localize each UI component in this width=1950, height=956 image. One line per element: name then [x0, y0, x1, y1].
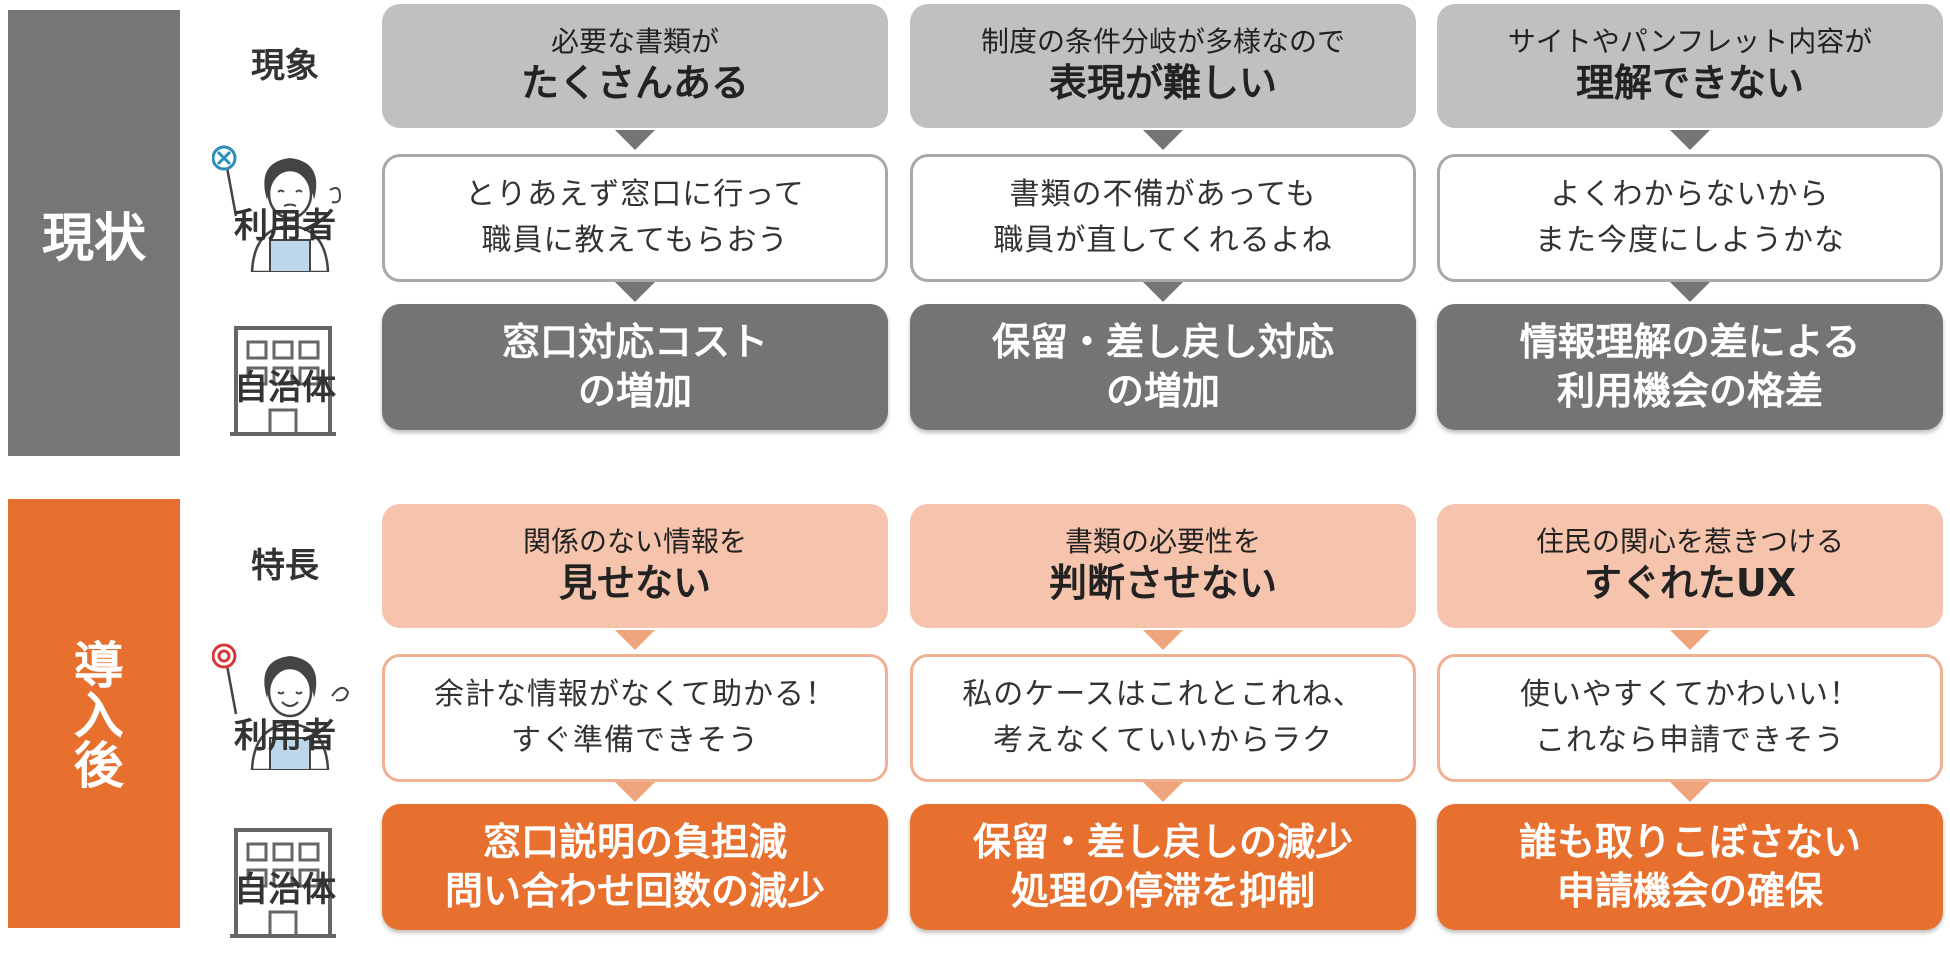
result-line2: 処理の停滞を抑制: [1010, 869, 1315, 913]
section-label-current: 現状: [8, 10, 180, 456]
user-voice-line2: これなら申請できそう: [1535, 723, 1845, 758]
down-arrow-icon: [1143, 630, 1183, 650]
user-voice-line2: 考えなくていいからラク: [992, 723, 1334, 758]
row-label-municipality: 自治体: [234, 368, 336, 408]
down-arrow-icon: [1670, 630, 1710, 650]
municipality-result-box: 誰も取りこぼさない 申請機会の確保: [1437, 804, 1943, 930]
user-voice-box: 使いやすくてかわいい！ これなら申請できそう: [1437, 654, 1943, 782]
user-voice-line2: すぐ準備できそう: [511, 723, 759, 758]
feature-box: 住民の関心を惹きつける すぐれたUX: [1437, 504, 1943, 628]
user-voice-line1: よくわからないから: [1550, 176, 1830, 212]
user-voice-line1: とりあえず窓口に行って: [465, 176, 805, 212]
feature-box: 関係のない情報を 見せない: [382, 504, 888, 628]
section-label-text: 現状: [41, 208, 146, 269]
building-icon: [230, 326, 336, 436]
user-voice-box: 余計な情報がなくて助かる！ すぐ準備できそう: [382, 654, 888, 782]
feature-line2: 判断させない: [1048, 560, 1277, 605]
user-voice-line1: 私のケースはこれとこれね、: [962, 676, 1364, 712]
result-line2: 問い合わせ回数の減少: [444, 869, 825, 913]
down-arrow-icon: [1670, 282, 1710, 302]
feature-box: 書類の必要性を 判断させない: [910, 504, 1416, 628]
municipality-result-box: 保留・差し戻し対応 の増加: [910, 304, 1416, 430]
user-with-circle-sign-icon: [212, 643, 350, 770]
down-arrow-icon: [1143, 782, 1183, 802]
result-line1: 誰も取りこぼさない: [1518, 819, 1861, 864]
municipality-result-box: 保留・差し戻しの減少 処理の停滞を抑制: [910, 804, 1416, 930]
down-arrow-icon: [615, 782, 655, 802]
result-line1: 保留・差し戻しの減少: [972, 819, 1353, 864]
phenomenon-line1: 制度の条件分岐が多様なので: [980, 24, 1345, 58]
phenomenon-line1: 必要な書類が: [550, 24, 719, 58]
user-voice-line1: 余計な情報がなくて助かる！: [433, 676, 837, 712]
municipality-result-box: 情報理解の差による 利用機会の格差: [1437, 304, 1943, 430]
user-voice-line1: 書類の不備があっても: [1009, 176, 1317, 212]
feature-line2: すぐれたUX: [1583, 560, 1797, 605]
row-label-phenomenon: 現象: [251, 46, 319, 86]
result-line2: 申請機会の確保: [1556, 869, 1823, 913]
user-voice-box: よくわからないから また今度にしようかな: [1437, 154, 1943, 282]
user-voice-box: とりあえず窓口に行って 職員に教えてもらおう: [382, 154, 888, 282]
section-label-after: 導入後: [8, 499, 180, 928]
down-arrow-icon: [615, 130, 655, 150]
row-label-user: 利用者: [234, 716, 336, 756]
building-icon: [230, 828, 336, 938]
result-line1: 保留・差し戻し対応: [991, 319, 1334, 364]
down-arrow-icon: [1143, 282, 1183, 302]
municipality-result-box: 窓口説明の負担減 問い合わせ回数の減少: [382, 804, 888, 930]
phenomenon-line2: 理解できない: [1575, 60, 1804, 105]
section-label-text: 導入後: [65, 638, 124, 789]
phenomenon-line2: 表現が難しい: [1048, 60, 1277, 105]
user-voice-box: 私のケースはこれとこれね、 考えなくていいからラク: [910, 654, 1416, 782]
down-arrow-icon: [615, 630, 655, 650]
row-label-municipality: 自治体: [234, 870, 336, 910]
down-arrow-icon: [1143, 130, 1183, 150]
result-line2: の増加: [577, 369, 692, 413]
phenomenon-box: 必要な書類が たくさんある: [382, 4, 888, 128]
phenomenon-line2: たくさんある: [520, 60, 749, 105]
result-line1: 窓口対応コスト: [501, 319, 768, 364]
user-with-cross-sign-icon: [212, 145, 342, 272]
feature-line2: 見せない: [558, 560, 711, 605]
user-voice-box: 書類の不備があっても 職員が直してくれるよね: [910, 154, 1416, 282]
phenomenon-line1: サイトやパンフレット内容が: [1507, 24, 1873, 58]
user-voice-line2: また今度にしようかな: [1535, 223, 1845, 258]
result-line1: 窓口説明の負担減: [482, 819, 787, 864]
feature-line1: 関係のない情報を: [522, 524, 747, 558]
feature-line1: 書類の必要性を: [1064, 524, 1261, 558]
row-label-user: 利用者: [234, 206, 336, 246]
phenomenon-box: サイトやパンフレット内容が 理解できない: [1437, 4, 1943, 128]
down-arrow-icon: [1670, 782, 1710, 802]
row-label-feature: 特長: [251, 546, 319, 586]
result-line2: の増加: [1105, 369, 1220, 413]
user-voice-line1: 使いやすくてかわいい！: [1519, 676, 1861, 712]
feature-line1: 住民の関心を惹きつける: [1535, 524, 1844, 558]
user-voice-line2: 職員に教えてもらおう: [481, 223, 789, 258]
result-line1: 情報理解の差による: [1519, 319, 1861, 364]
phenomenon-box: 制度の条件分岐が多様なので 表現が難しい: [910, 4, 1416, 128]
down-arrow-icon: [615, 282, 655, 302]
user-voice-line2: 職員が直してくれるよね: [993, 223, 1333, 258]
down-arrow-icon: [1670, 130, 1710, 150]
result-line2: 利用機会の格差: [1556, 369, 1823, 413]
municipality-result-box: 窓口対応コスト の増加: [382, 304, 888, 430]
